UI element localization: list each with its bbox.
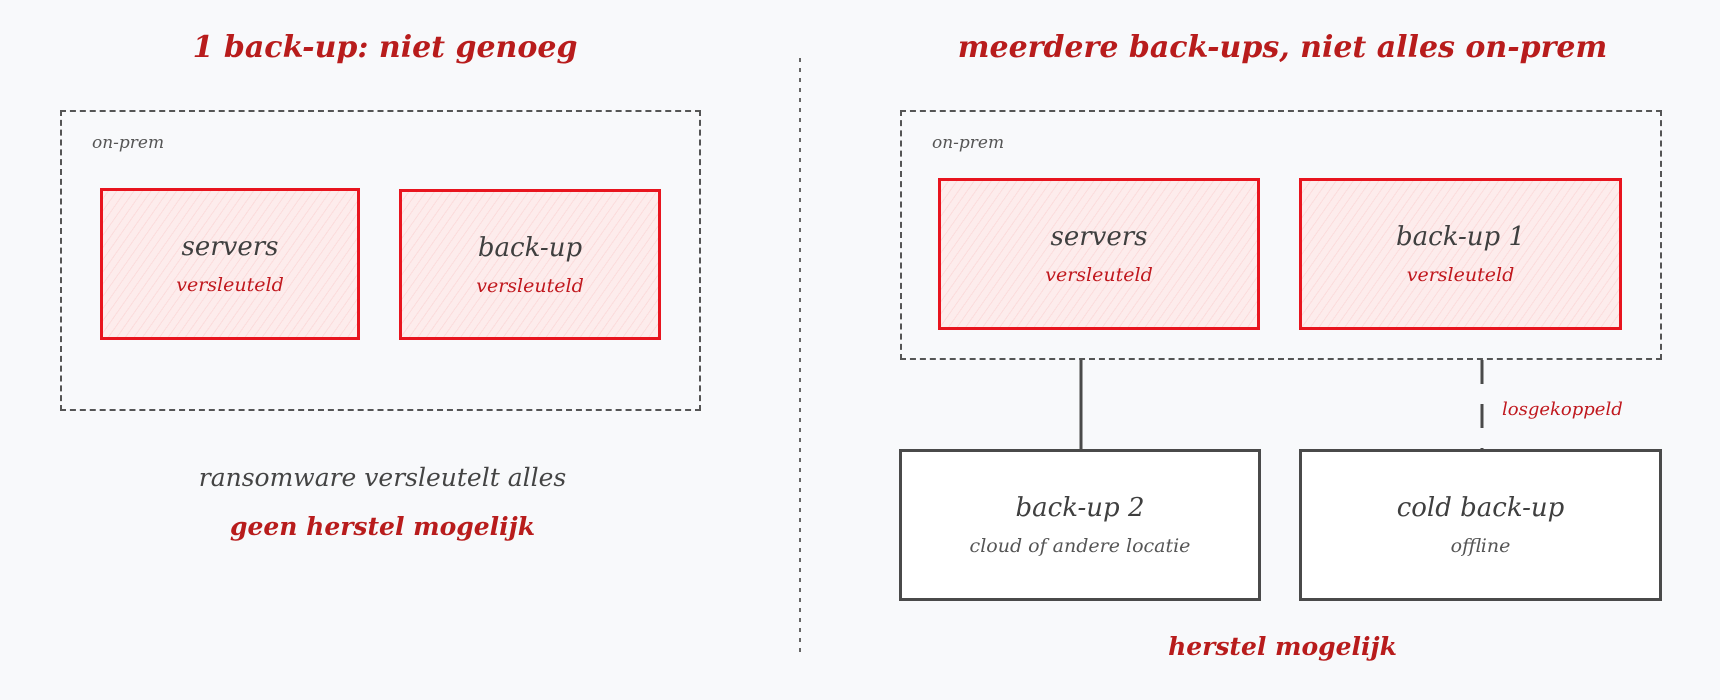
box-title: back-up 1: [1396, 222, 1525, 252]
right-caption: herstel mogelijk: [1168, 632, 1397, 661]
box-title: back-up 2: [1015, 493, 1145, 523]
disconnect-label: losgekoppeld: [1502, 399, 1623, 420]
box-title: cold back-up: [1396, 493, 1565, 523]
left-region-label: on-prem: [92, 133, 165, 153]
right-heading: meerdere back-ups, niet alles on-prem: [957, 30, 1608, 65]
right-onprem-region: [900, 110, 1662, 360]
box-status: versleuteld: [1406, 264, 1515, 286]
box-title: servers: [181, 232, 279, 262]
right-region-label: on-prem: [932, 133, 1005, 153]
left-onprem-region: [60, 110, 701, 411]
box-title: back-up: [477, 232, 583, 263]
box-subtitle: cloud of andere locatie: [969, 535, 1191, 557]
left-caption-line1: ransomware versleutelt alles: [198, 463, 567, 492]
box-status: versleuteld: [1045, 264, 1153, 286]
right-backup1-box: back-up 1 versleuteld: [1299, 178, 1622, 330]
box-status: versleuteld: [176, 274, 284, 296]
left-backup-box: back-up versleuteld: [399, 189, 661, 340]
backup2-box: back-up 2 cloud of andere locatie: [899, 449, 1261, 601]
box-status: versleuteld: [476, 274, 584, 297]
left-servers-box: servers versleuteld: [100, 188, 360, 340]
right-servers-box: servers versleuteld: [938, 178, 1260, 330]
box-subtitle: offline: [1450, 535, 1511, 557]
left-caption-line2: geen herstel mogelijk: [229, 512, 536, 541]
cold-backup-box: cold back-up offline: [1299, 449, 1662, 601]
left-heading: 1 back-up: niet genoeg: [192, 30, 578, 65]
box-title: servers: [1050, 222, 1148, 252]
